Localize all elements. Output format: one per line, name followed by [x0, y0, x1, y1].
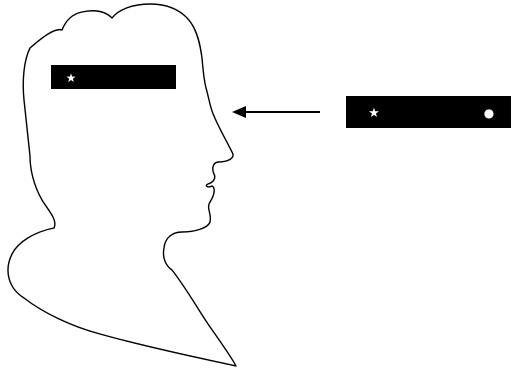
external-bar-dot-icon: ● — [484, 106, 494, 120]
mental-bar-star-icon: ★ — [66, 71, 77, 85]
head-profile-outline — [8, 4, 236, 366]
external-bar-star-icon: ★ — [368, 106, 380, 121]
arrow-left-icon — [232, 106, 246, 118]
